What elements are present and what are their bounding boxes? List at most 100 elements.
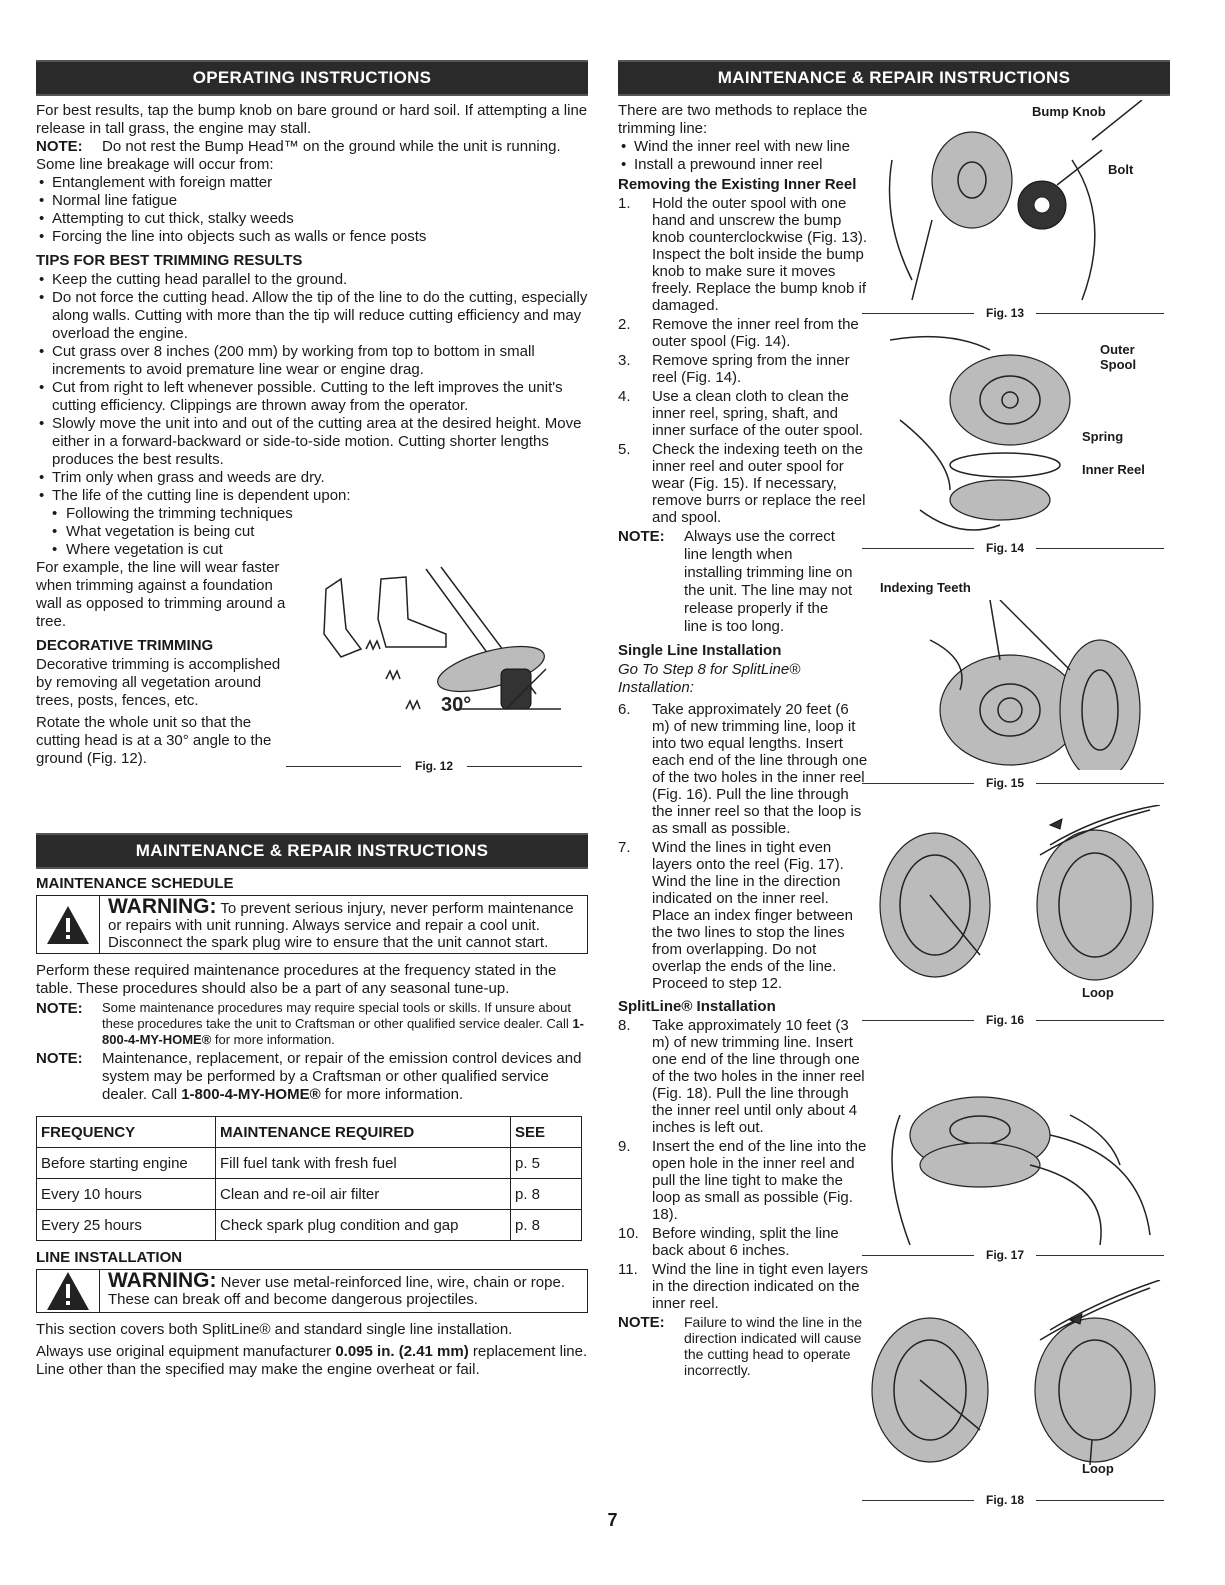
operating-instructions-banner: OPERATING INSTRUCTIONS [36,60,588,96]
decorative-section: For example, the line will wear faster w… [36,559,588,781]
fig13-caption: Fig. 13 [862,306,1165,320]
warning-label: WARNING: [108,895,217,918]
step-item: 8.Take approximately 10 feet (3 m) of ne… [618,1017,865,1136]
step-item: 6.Take approximately 20 feet (6 m) of ne… [618,701,868,837]
note-special-tools: NOTE: Some maintenance procedures may re… [36,1000,588,1048]
list-item: Install a prewound inner reel [618,156,868,174]
table-cell: p. 5 [510,1147,582,1179]
decorative-heading: DECORATIVE TRIMMING [36,637,214,654]
table-header: MAINTENANCE REQUIRED [215,1116,511,1148]
table-cell: Check spark plug condition and gap [215,1209,511,1241]
removing-steps: 1.Hold the outer spool with one hand and… [618,195,868,526]
fig16-caption: Fig. 16 [862,1013,1165,1027]
oem-text: replacement line. Line other than the sp… [36,1343,588,1378]
fig15-indexing-teeth-illustration [929,600,1141,770]
step-item: 5.Check the indexing teeth on the inner … [618,441,866,526]
warning-label: WARNING: [108,1269,217,1292]
note-text: for more information. [320,1086,464,1103]
step-item: 1.Hold the outer spool with one hand and… [618,195,868,314]
bump-knob-label: Bump Knob [1032,104,1106,119]
fig18-splitline-illustration [871,1280,1161,1465]
note-label: NOTE: [618,1314,665,1331]
note-text: Maintenance, replacement, or repair of t… [102,1050,582,1103]
inner-reel-label: Inner Reel [1082,462,1145,477]
page-number: 7 [607,1510,618,1530]
note-text: for more information. [211,1032,335,1047]
warning-icon [37,1270,100,1312]
fig18-caption: Fig. 18 [862,1493,1165,1507]
table-header: SEE [510,1116,582,1148]
table-cell: Clean and re-oil air filter [215,1178,511,1210]
covers-text: This section covers both SplitLine® and … [36,1321,513,1338]
maintenance-table: FREQUENCY MAINTENANCE REQUIRED SEE Befor… [36,1116,582,1241]
fig12-trimming-illustration: 30° [323,566,561,716]
table-header-row: FREQUENCY MAINTENANCE REQUIRED SEE [36,1116,582,1148]
maintenance-banner: MAINTENANCE & REPAIR INSTRUCTIONS [36,833,588,869]
table-cell: Every 25 hours [36,1209,216,1241]
rotate-text: Rotate the whole unit so that the cuttin… [36,714,272,767]
methods-intro: There are two methods to replace the tri… [618,102,868,137]
note-emission: NOTE: Maintenance, replacement, or repai… [36,1050,588,1104]
oem-text: Always use original equipment manufactur… [36,1343,336,1360]
schedule-heading: MAINTENANCE SCHEDULE [36,875,234,892]
fig14-inner-reel-illustration [890,335,1071,531]
fig13-bump-knob-illustration [888,100,1143,301]
list-item: Entanglement with foreign matter [36,174,588,192]
step-item: 2.Remove the inner reel from the outer s… [618,316,859,350]
warning-icon [37,896,100,953]
list-item: Keep the cutting head parallel to the gr… [36,271,588,289]
list-item: Slowly move the unit into and out of the… [36,415,588,469]
right-column: MAINTENANCE & REPAIR INSTRUCTIONS There … [618,60,1170,1378]
note-label: NOTE: [36,1050,83,1067]
warning-maintenance: WARNING: To prevent serious injury, neve… [36,895,588,954]
splitline-heading: SplitLine® Installation [618,998,776,1015]
loop-label-18: Loop [1082,1461,1114,1476]
table-row: Before starting engine Fill fuel tank wi… [36,1147,582,1179]
step-item: 7.Wind the lines in tight even layers on… [618,839,853,992]
tips-list: Keep the cutting head parallel to the gr… [36,271,588,505]
indexing-teeth-label: Indexing Teeth [880,580,971,595]
note-text: Failure to wind the line in the directio… [684,1314,863,1378]
methods-list: Wind the inner reel with new line Instal… [618,138,868,174]
list-item: Attempting to cut thick, stalky weeds [36,210,588,228]
list-item: Normal line fatigue [36,192,588,210]
step-item: 4.Use a clean cloth to clean the inner r… [618,388,863,439]
splitline-steps: 8.Take approximately 10 feet (3 m) of ne… [618,1017,868,1312]
fig14-caption: Fig. 14 [862,541,1165,555]
fig12-caption: Fig. 12 [286,759,583,773]
list-item: Wind the inner reel with new line [618,138,868,156]
bump-intro: For best results, tap the bump knob on b… [36,102,588,137]
example-text: For example, the line will wear faster w… [36,559,286,630]
subtips-list: Following the trimming techniques What v… [36,505,588,559]
phone-number: 1-800-4-MY-HOME® [181,1086,321,1103]
list-item: Trim only when grass and weeds are dry. [36,469,588,487]
table-header: FREQUENCY [36,1116,216,1148]
single-line-heading: Single Line Installation [618,642,782,659]
fig17-winding-illustration [891,1096,1151,1246]
table-cell: Before starting engine [36,1147,216,1179]
fig12-label: Fig. 12 [415,759,454,773]
loop-label-16: Loop [1082,985,1114,1000]
step-item: 11.Wind the line in tight even layers in… [618,1261,868,1312]
list-item: Cut grass over 8 inches (200 mm) by work… [36,343,588,379]
note-text: Always use the correct line length when … [684,528,853,635]
single-line-steps: 6.Take approximately 20 feet (6 m) of ne… [618,701,868,992]
list-item: Forcing the line into objects such as wa… [36,228,588,246]
warning-text: To prevent serious injury, never perform… [108,900,574,951]
note-label: NOTE: [36,138,83,155]
step-item: 3.Remove spring from the inner reel (Fig… [618,352,850,386]
decorative-text: Decorative trimming is accomplished by r… [36,656,281,709]
line-installation-heading: LINE INSTALLATION [36,1249,183,1266]
step-item: 9.Insert the end of the line into the op… [618,1138,867,1223]
table-row: Every 10 hours Clean and re-oil air filt… [36,1178,582,1210]
list-item: Cut from right to left whenever possible… [36,379,588,415]
note-line-length: NOTE: Always use the correct line length… [618,528,868,636]
list-item: Where vegetation is cut [36,541,588,559]
right-text-block: There are two methods to replace the tri… [618,102,868,1378]
line-size: 0.095 in. (2.41 mm) [335,1343,469,1360]
list-item: What vegetation is being cut [36,523,588,541]
note-text: Some maintenance procedures may require … [102,1000,573,1031]
note-bump-head: NOTE: Do not rest the Bump Head™ on the … [36,138,588,156]
list-item: Do not force the cutting head. Allow the… [36,289,588,343]
note-label: NOTE: [618,528,665,545]
